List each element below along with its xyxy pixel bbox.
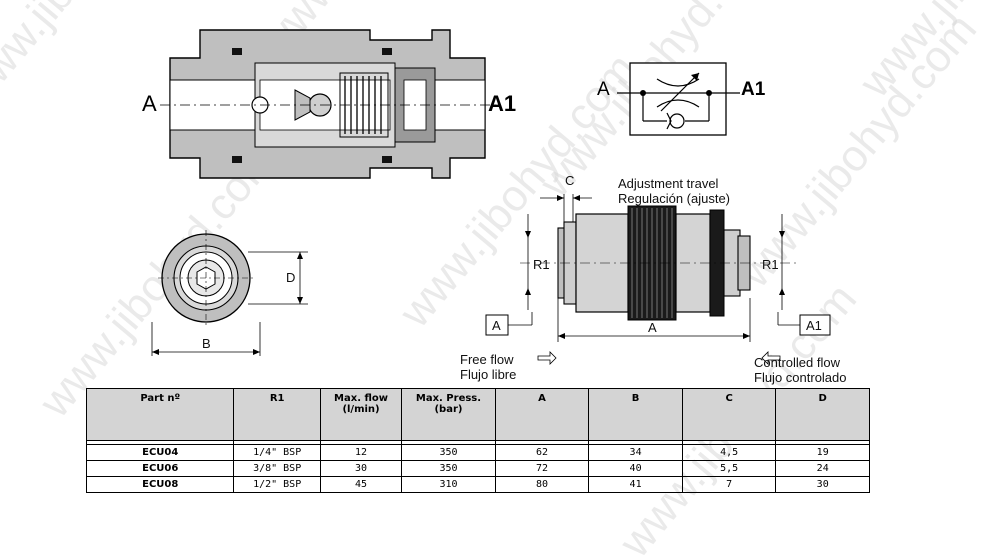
header-a: A (494, 388, 590, 441)
cell-r1: 1/4" BSP (233, 444, 321, 461)
section-port-left-label: A (142, 91, 157, 116)
cell-c: 4,5 (681, 444, 777, 461)
cell-c: 7 (681, 476, 777, 493)
section-port-right-label: A1 (488, 91, 517, 116)
header-max-press: Max. Press. (bar) (401, 388, 496, 441)
header-max-flow: Max. flow (l/min) (319, 388, 403, 441)
cell-d: 30 (775, 476, 870, 493)
port-box-a-label: A (492, 318, 501, 333)
cell-a: 62 (494, 444, 590, 461)
symbol-port-right-label: A1 (741, 79, 766, 100)
dimension-r1-left-label: R1 (533, 257, 550, 272)
adjustment-travel-label: Adjustment travel (618, 176, 719, 191)
cell-max-flow: 45 (319, 476, 403, 493)
header-d: D (775, 388, 870, 441)
cell-d: 24 (775, 460, 870, 477)
table-row: ECU06 3/8" BSP 30 350 72 40 5,5 24 (85, 460, 870, 477)
cell-d: 19 (775, 444, 870, 461)
symbol-port-left-label: A (597, 79, 610, 100)
header-r1: R1 (233, 388, 321, 441)
cell-c: 5,5 (681, 460, 777, 477)
cell-r1: 3/8" BSP (233, 460, 321, 477)
cell-b: 40 (588, 460, 683, 477)
cell-max-press: 310 (401, 476, 496, 493)
dimension-a-label: A (648, 320, 657, 335)
hydraulic-symbol (617, 62, 740, 136)
table-row: ECU04 1/4" BSP 12 350 62 34 4,5 19 (85, 444, 870, 461)
valve-front-view (151, 230, 308, 356)
table-header-row: Part nº R1 Max. flow (l/min) Max. Press.… (85, 388, 870, 441)
controlled-flow-label: Controlled flow (754, 355, 840, 370)
cell-b: 34 (588, 444, 683, 461)
cell-part-no: ECU08 (85, 476, 235, 493)
cell-part-no: ECU04 (85, 444, 235, 461)
front-view-b-label: B (202, 336, 211, 351)
front-view-d-label: D (286, 270, 296, 285)
port-box-a1-label: A1 (806, 318, 822, 333)
cell-max-press: 350 (401, 444, 496, 461)
cell-a: 72 (494, 460, 590, 477)
free-flow-es-label: Flujo libre (460, 367, 517, 382)
header-part-no: Part nº (85, 388, 235, 441)
cell-part-no: ECU06 (85, 460, 235, 477)
cell-max-flow: 12 (319, 444, 403, 461)
watermark-text: www.jibohyd.com (849, 0, 983, 107)
valve-cross-section (160, 29, 500, 179)
table-row: ECU08 1/2" BSP 45 310 80 41 7 30 (85, 476, 870, 493)
dimension-c-label: C (565, 173, 575, 188)
adjustment-travel-es-label: Regulación (ajuste) (618, 191, 731, 206)
free-flow-label: Free flow (460, 352, 514, 367)
controlled-flow-es-label: Flujo controlado (754, 370, 847, 385)
cell-max-press: 350 (401, 460, 496, 477)
cell-b: 41 (588, 476, 683, 493)
dimension-r1-right-label: R1 (762, 257, 779, 272)
cell-r1: 1/2" BSP (233, 476, 321, 493)
cell-max-flow: 30 (319, 460, 403, 477)
spec-table: Part nº R1 Max. flow (l/min) Max. Press.… (85, 388, 870, 493)
header-c: C (681, 388, 777, 441)
cell-a: 80 (494, 476, 590, 493)
valve-external-view (485, 194, 831, 365)
header-b: B (588, 388, 683, 441)
